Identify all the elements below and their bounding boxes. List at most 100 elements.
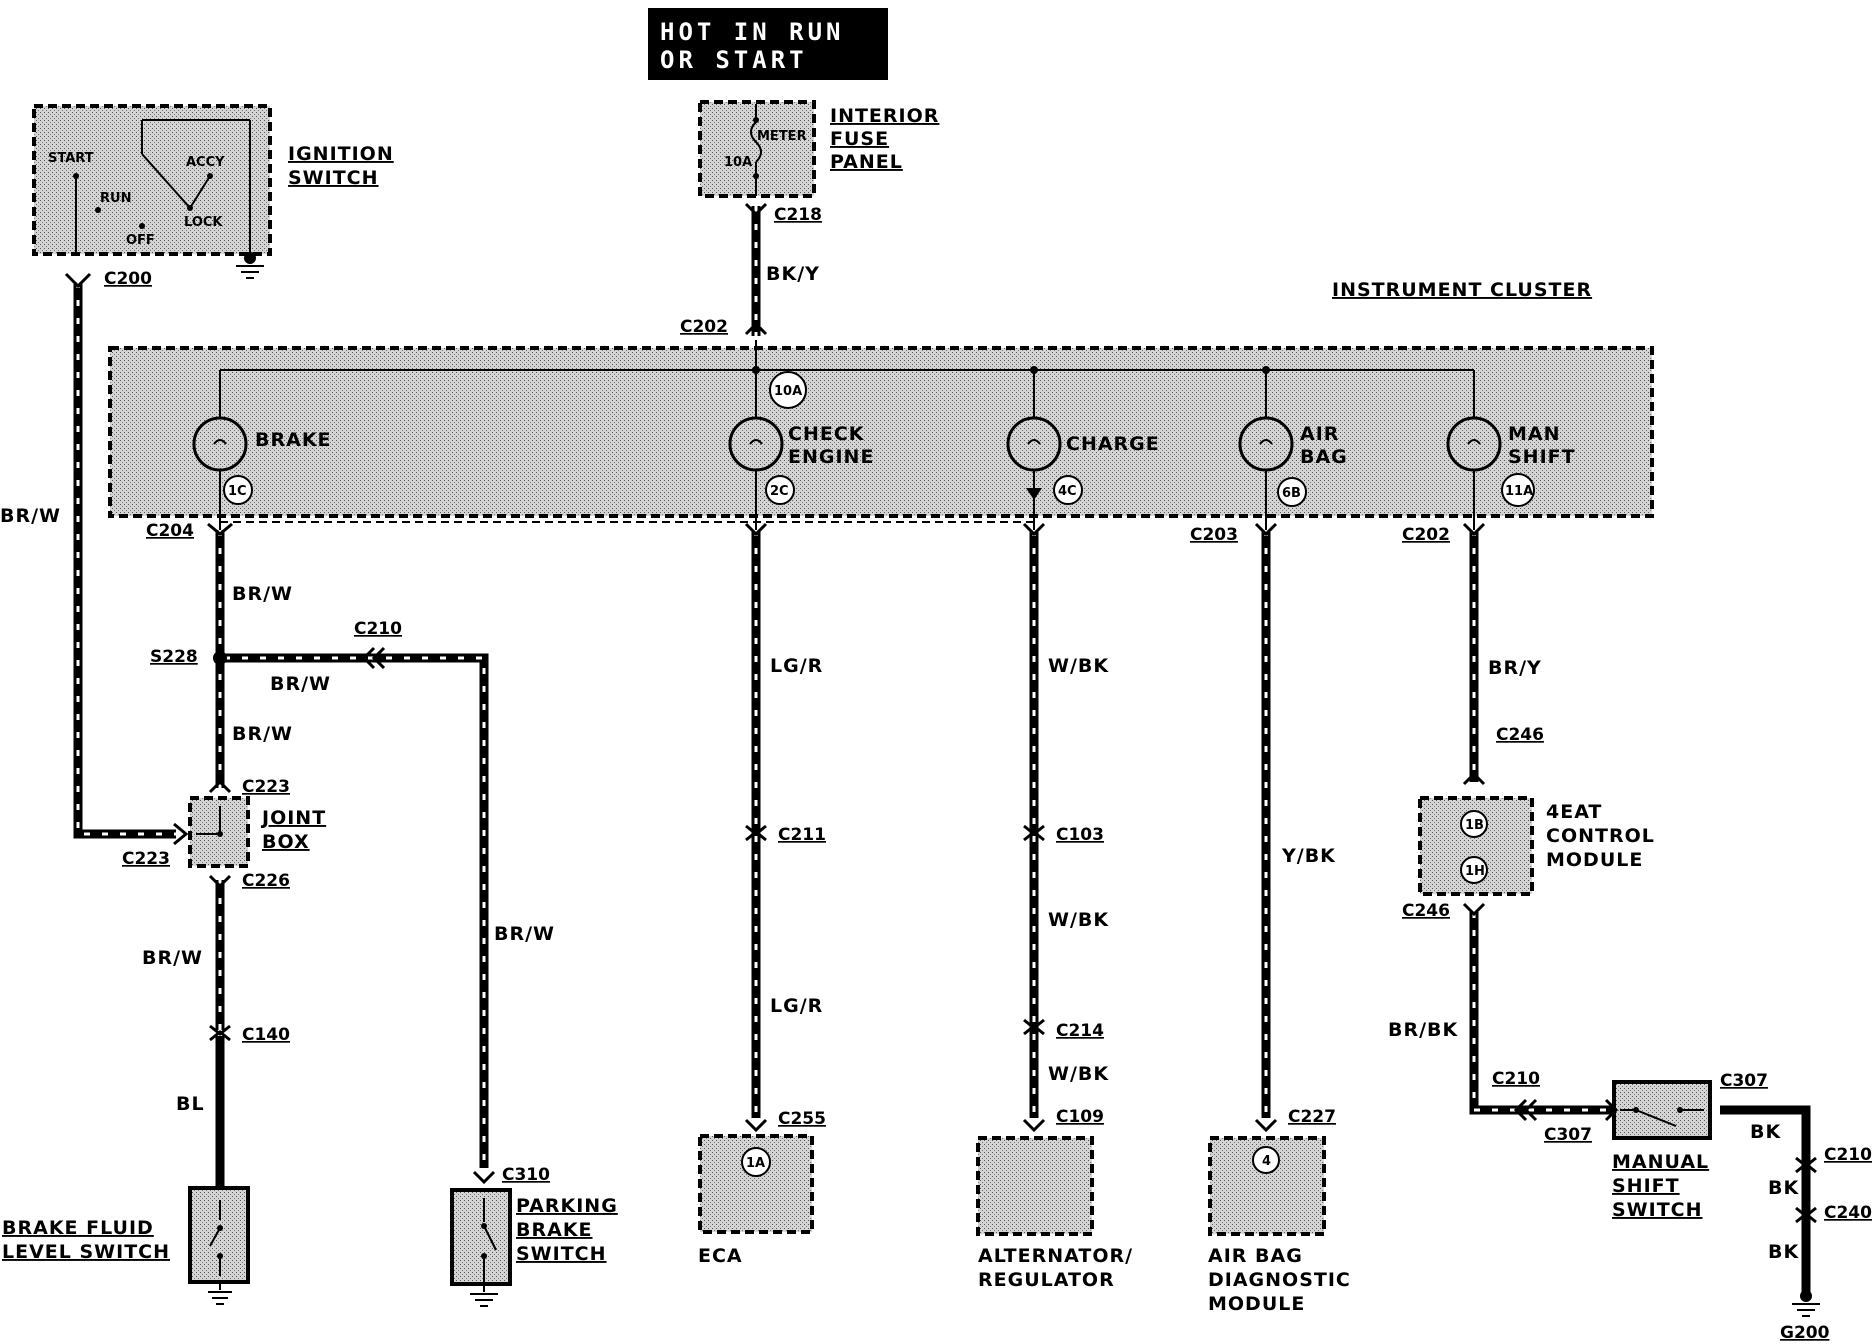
svg-text:PANEL: PANEL <box>830 151 903 173</box>
svg-text:C210: C210 <box>354 619 402 639</box>
svg-text:BR/W: BR/W <box>232 583 293 605</box>
svg-text:1H: 1H <box>1465 864 1485 879</box>
svg-text:IGNITION: IGNITION <box>288 143 394 165</box>
svg-text:C202: C202 <box>1402 525 1450 545</box>
svg-text:JOINT: JOINT <box>260 807 326 829</box>
svg-text:C202: C202 <box>680 317 728 337</box>
brake-fluid-level-switch: BRAKE FLUID LEVEL SWITCH <box>2 1186 250 1305</box>
svg-text:4EAT: 4EAT <box>1546 801 1602 823</box>
svg-text:AIR: AIR <box>1300 423 1339 445</box>
svg-text:C226: C226 <box>242 871 290 891</box>
svg-text:C103: C103 <box>1056 825 1104 845</box>
man-shift-lamp: 11A MAN SHIFT <box>1446 416 1575 530</box>
air-bag-diagnostic-module: 4 AIR BAG DIAGNOSTIC MODULE <box>1208 1136 1351 1315</box>
svg-text:FUSE: FUSE <box>830 128 889 150</box>
charge-lamp: 4C CHARGE <box>1006 416 1160 530</box>
svg-text:BRAKE: BRAKE <box>516 1219 593 1241</box>
svg-text:CHECK: CHECK <box>788 423 865 445</box>
svg-text:ENGINE: ENGINE <box>788 446 874 468</box>
svg-text:BRAKE FLUID: BRAKE FLUID <box>2 1217 154 1239</box>
svg-text:LOCK: LOCK <box>184 215 223 230</box>
svg-text:C307: C307 <box>1544 1125 1592 1145</box>
svg-text:C310: C310 <box>502 1165 550 1185</box>
svg-text:C223: C223 <box>122 849 170 869</box>
svg-text:BK/Y: BK/Y <box>766 263 820 285</box>
svg-text:C211: C211 <box>778 825 826 845</box>
svg-text:BRAKE: BRAKE <box>255 429 332 451</box>
svg-text:1C: 1C <box>228 484 247 499</box>
brake-lamp: 1C BRAKE <box>192 416 332 530</box>
s228-splice <box>213 651 227 665</box>
svg-text:SWITCH: SWITCH <box>516 1243 607 1265</box>
eca-module: 1A ECA <box>698 1134 814 1267</box>
svg-text:1B: 1B <box>1465 818 1484 833</box>
instrument-cluster: INSTRUMENT CLUSTER 10A 1C BRAKE 2C <box>108 279 1654 530</box>
svg-text:W/BK: W/BK <box>1048 909 1109 931</box>
ground-g200 <box>1792 1290 1820 1317</box>
svg-text:BR/W: BR/W <box>232 723 293 745</box>
svg-text:LG/R: LG/R <box>770 995 823 1017</box>
svg-text:METER: METER <box>757 129 807 144</box>
svg-text:C210: C210 <box>1824 1145 1872 1165</box>
manual-shift-switch: MANUAL SHIFT SWITCH <box>1612 1080 1712 1221</box>
svg-text:BR/W: BR/W <box>0 505 61 527</box>
svg-text:DIAGNOSTIC: DIAGNOSTIC <box>1208 1269 1351 1291</box>
svg-text:BL: BL <box>176 1093 205 1115</box>
svg-text:2C: 2C <box>770 484 789 499</box>
svg-text:C200: C200 <box>104 269 152 289</box>
svg-text:10A: 10A <box>724 155 752 170</box>
ignition-switch: START ACCY RUN LOCK OFF IGNITION SWITCH <box>32 104 394 279</box>
svg-text:C140: C140 <box>242 1025 290 1045</box>
svg-text:W/BK: W/BK <box>1048 1063 1109 1085</box>
svg-text:C223: C223 <box>242 777 290 797</box>
svg-text:CHARGE: CHARGE <box>1066 433 1160 455</box>
svg-text:4C: 4C <box>1058 484 1077 499</box>
interior-fuse-panel: METER 10A INTERIOR FUSE PANEL <box>698 100 939 198</box>
svg-text:PARKING: PARKING <box>516 1195 618 1217</box>
connector-labels: C218 C202 C200 C204 C203 C202 C210 S228 … <box>104 205 1872 1343</box>
svg-text:INTERIOR: INTERIOR <box>830 105 939 127</box>
svg-text:G200: G200 <box>1780 1323 1830 1343</box>
svg-text:S228: S228 <box>150 647 198 667</box>
svg-text:OR START: OR START <box>660 46 808 74</box>
svg-text:BR/Y: BR/Y <box>1488 657 1542 679</box>
svg-text:1A: 1A <box>746 1156 765 1171</box>
svg-text:C218: C218 <box>774 205 822 225</box>
svg-text:REGULATOR: REGULATOR <box>978 1269 1115 1291</box>
svg-text:C307: C307 <box>1720 1071 1768 1091</box>
air-bag-lamp: 6B AIR BAG <box>1238 416 1347 530</box>
svg-text:BR/BK: BR/BK <box>1388 1019 1459 1041</box>
svg-text:INSTRUMENT CLUSTER: INSTRUMENT CLUSTER <box>1332 279 1592 301</box>
svg-text:SWITCH: SWITCH <box>288 167 379 189</box>
joint-box: JOINT BOX <box>188 796 326 868</box>
svg-text:C204: C204 <box>146 521 194 541</box>
svg-text:LG/R: LG/R <box>770 655 823 677</box>
alternator-regulator: ALTERNATOR/ REGULATOR <box>976 1136 1132 1291</box>
svg-text:ACCY: ACCY <box>186 155 225 170</box>
svg-text:W/BK: W/BK <box>1048 655 1109 677</box>
svg-text:SHIFT: SHIFT <box>1612 1175 1680 1197</box>
svg-text:MODULE: MODULE <box>1208 1293 1305 1315</box>
svg-text:BR/W: BR/W <box>494 923 555 945</box>
svg-text:Y/BK: Y/BK <box>1281 845 1336 867</box>
svg-text:MODULE: MODULE <box>1546 849 1643 871</box>
svg-text:C255: C255 <box>778 1109 826 1129</box>
svg-text:4: 4 <box>1262 1154 1271 1169</box>
svg-text:BOX: BOX <box>262 831 310 853</box>
connector-marks <box>64 202 1817 1224</box>
svg-text:CONTROL: CONTROL <box>1546 825 1655 847</box>
check-engine-lamp: 2C CHECK ENGINE <box>728 416 874 530</box>
svg-text:BK: BK <box>1768 1177 1799 1199</box>
svg-text:C240: C240 <box>1824 1203 1872 1223</box>
svg-text:C227: C227 <box>1288 1107 1336 1127</box>
svg-text:BR/W: BR/W <box>270 673 331 695</box>
svg-text:BR/W: BR/W <box>142 947 203 969</box>
svg-text:MAN: MAN <box>1508 423 1561 445</box>
svg-text:11A: 11A <box>1505 484 1533 499</box>
svg-text:C246: C246 <box>1496 725 1544 745</box>
svg-text:C109: C109 <box>1056 1107 1104 1127</box>
hot-in-run-label: HOT IN RUN OR START <box>648 8 888 80</box>
svg-text:MANUAL: MANUAL <box>1612 1151 1709 1173</box>
svg-text:START: START <box>48 151 94 166</box>
